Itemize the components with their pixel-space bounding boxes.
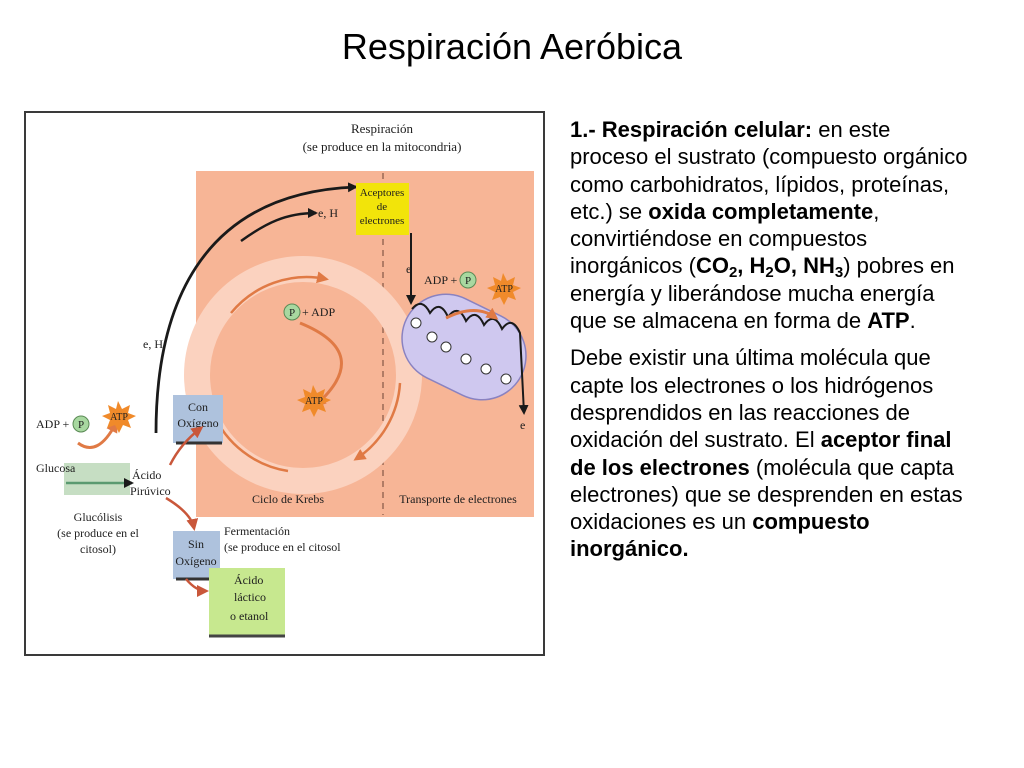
fermentacion-sub: (se produce en el citosol [224, 540, 341, 554]
phosphate-krebs [283, 303, 301, 321]
electron-arrow-main [154, 182, 358, 434]
p1-bold-oxida: oxida completamente [648, 198, 874, 224]
p2-text-1: Debe existir una última molécula que cap… [570, 345, 934, 453]
atp-synthesis-arrow [445, 307, 499, 320]
atp-left-burst [102, 401, 136, 433]
aceptores-box [356, 183, 409, 235]
electron-carriers [410, 317, 512, 385]
p2-text-2: (molécula que capta electrones) que se d… [570, 454, 963, 535]
sin-label: Sin [188, 537, 204, 551]
paragraph-respiracion: 1.- Respiración celular: en este proceso… [570, 116, 970, 334]
p1-text-2: , convirtiéndose en compuestos inorgánic… [570, 198, 880, 279]
con-label: Con [188, 400, 208, 414]
p1-text-3: ) pobres en energía y liberándose mucha … [570, 253, 955, 334]
diagram-svg: Aceptores de electrones Respiración (se … [36, 121, 534, 638]
lactico-box [209, 568, 285, 636]
p-krebs-label: P [289, 307, 295, 319]
p1-dot: . [909, 308, 916, 334]
nh-text: O, NH [773, 253, 835, 279]
co-text: CO [695, 253, 729, 279]
acido-label: Ácido [132, 468, 161, 482]
eh-top-label: e, H [318, 206, 338, 220]
phosphate-right [459, 271, 477, 289]
atp-krebs-label: ATP [305, 396, 323, 407]
sin-oxigeno-label: Oxígeno [175, 554, 216, 568]
transporte-label: Transporte de electrones [399, 492, 517, 506]
glucolisis-sub-1: (se produce en el [57, 526, 139, 540]
eh-left-label: e, H [143, 337, 163, 351]
h-text: , H [737, 253, 766, 279]
adp-krebs-label: + ADP [302, 305, 335, 319]
glucolisis-sub-2: citosol) [80, 542, 116, 556]
p-left-label: P [78, 419, 84, 431]
p2-bold-aceptor: aceptor final de los electrones [570, 427, 952, 480]
adp-to-atp-arrow [299, 321, 343, 408]
p2-bold-compuesto: compuesto inorgánico. [570, 509, 870, 562]
respiracion-title: Respiración [351, 121, 414, 136]
glucolisis-box [64, 463, 130, 495]
atp-left-arrow [77, 420, 118, 449]
p1-formulas: CO2, H2O, NH3 [695, 253, 844, 282]
aceptores-label-1: Aceptores [360, 187, 405, 199]
to-lactic-arrow [185, 578, 209, 597]
atp-right-label: ATP [495, 284, 513, 295]
e-down-label: e [406, 262, 411, 276]
respiracion-subtitle: (se produce en la mitocondria) [303, 139, 462, 154]
atp-right-burst [487, 273, 521, 305]
p-right-label: P [465, 275, 471, 287]
electron-arrow-krebs [240, 208, 318, 243]
paragraph-aceptor: Debe existir una última molécula que cap… [570, 344, 970, 562]
atp-krebs-burst [297, 385, 331, 417]
glucosa-label: Glucosa [36, 461, 76, 475]
lactico-label-1: Ácido [234, 573, 263, 587]
piruvico-label: Pirúvico [130, 484, 171, 498]
lactico-label-2: láctico [234, 590, 266, 604]
adp-right-label: ADP + [424, 273, 458, 287]
phosphate-left [72, 415, 90, 433]
respiration-diagram: Aceptores de electrones Respiración (se … [24, 111, 545, 656]
aceptores-label-2: de [377, 201, 388, 213]
aceptores-label-3: electrones [360, 215, 405, 227]
explanation-text: 1.- Respiración celular: en este proceso… [570, 116, 970, 573]
krebs-arrow-top [230, 271, 329, 314]
oxigeno-label: Oxígeno [177, 416, 218, 430]
adp-left-label: ADP + [36, 417, 70, 431]
to-aerobic-arrow [168, 426, 204, 466]
co-sub: 2 [728, 264, 738, 282]
lactico-label-3: o etanol [230, 609, 269, 623]
page-title: Respiración Aeróbica [341, 26, 683, 67]
h-sub: 2 [765, 264, 774, 282]
atp-left-label: ATP [110, 412, 128, 423]
glucolisis-title: Glucólisis [74, 510, 123, 524]
ciclo-krebs-label: Ciclo de Krebs [252, 492, 324, 506]
paragraph-lead: 1.- Respiración celular: [570, 117, 813, 142]
fermentacion-label: Fermentación [224, 524, 290, 538]
krebs-arrow-right [353, 382, 402, 461]
e-end-label: e [520, 418, 525, 432]
krebs-ring [184, 256, 422, 494]
to-fermentation-arrow [165, 496, 199, 531]
p1-bold-atp: ATP [867, 308, 910, 334]
p1-text-1: en este proceso el sustrato (compuesto o… [570, 117, 968, 224]
electron-chain-arrow [411, 302, 529, 415]
nh-sub: 3 [834, 264, 844, 282]
